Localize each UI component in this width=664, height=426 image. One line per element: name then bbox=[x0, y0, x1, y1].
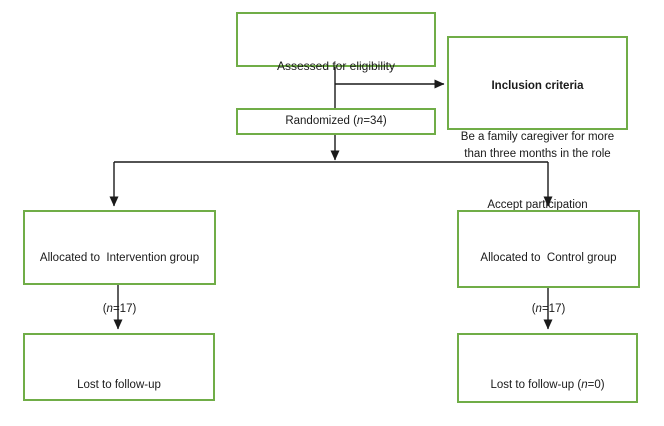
followup-intervention-line1: Lost to follow-up bbox=[77, 379, 161, 391]
box-allocated-intervention: Allocated to Intervention group (n=17) R… bbox=[23, 210, 216, 366]
followup-control-line1: Lost to follow-up (n=0) bbox=[490, 379, 605, 391]
inclusion-body-line1: Be a family caregiver for more than thre… bbox=[460, 131, 618, 160]
inclusion-body-line2: Accept participation bbox=[487, 199, 588, 211]
assessed-label: Assessed for eligibility bbox=[276, 59, 396, 73]
allocated-control-line1: Allocated to Control group bbox=[480, 252, 617, 264]
randomized-label: Randomized (n=34) bbox=[285, 115, 387, 127]
allocated-intervention-line1: Allocated to Intervention group bbox=[39, 252, 200, 264]
box-followup-control: Lost to follow-up (n=0) Analyzed (n=17) bbox=[457, 333, 638, 403]
box-allocated-control: Allocated to Control group (n=17) Receiv… bbox=[457, 210, 640, 366]
allocated-intervention-line2: (n=17) bbox=[102, 303, 137, 315]
allocated-control-line2: (n=17) bbox=[531, 303, 566, 315]
box-assessed-eligibility: Assessed for eligibility bbox=[236, 12, 436, 73]
box-inclusion-criteria: Inclusion criteria Be a family caregiver… bbox=[447, 36, 628, 211]
inclusion-title: Inclusion criteria bbox=[491, 80, 584, 92]
box-randomized: Randomized (n=34) bbox=[236, 108, 436, 135]
box-followup-intervention: Lost to follow-up (n=0) Analyzed (n=17) bbox=[23, 333, 215, 401]
